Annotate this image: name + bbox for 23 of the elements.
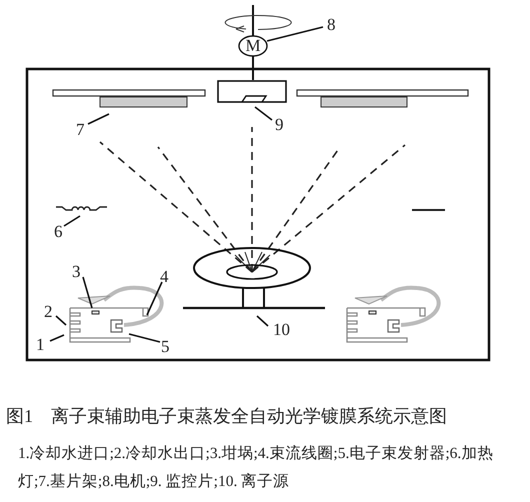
callout-number: 8 [327,16,336,33]
leader-line [128,333,160,343]
callout-number: 9 [275,116,284,133]
leader-line [266,26,324,42]
leader-line [55,315,67,326]
callout-number: 2 [44,303,52,320]
leader-line [254,106,272,121]
leader-line [64,215,80,227]
figure-caption: 1.冷却水进口;2.冷却水出口;3.坩埚;4.束流线圈;5.电子束发射器;6.加热灯;7.基片架;8.电机;9. 监控片;10. 离子源 [18,444,494,492]
callout-number: 4 [160,268,168,285]
callout-number: 1 [36,336,44,353]
callout-number: 7 [76,121,84,138]
leader-line [146,282,163,316]
callout-number: 3 [72,263,80,280]
leader-line [256,315,269,327]
callout-number: 6 [54,223,62,240]
leader-line [50,334,64,342]
callout-number: 10 [273,321,290,338]
figure-title: 图1 离子束辅助电子束蒸发全自动光学镀膜系统示意图 [6,405,448,428]
motor-symbol: M [238,35,268,57]
callout-number: 5 [161,338,170,355]
leader-line [88,113,110,125]
leader-line [82,276,93,308]
